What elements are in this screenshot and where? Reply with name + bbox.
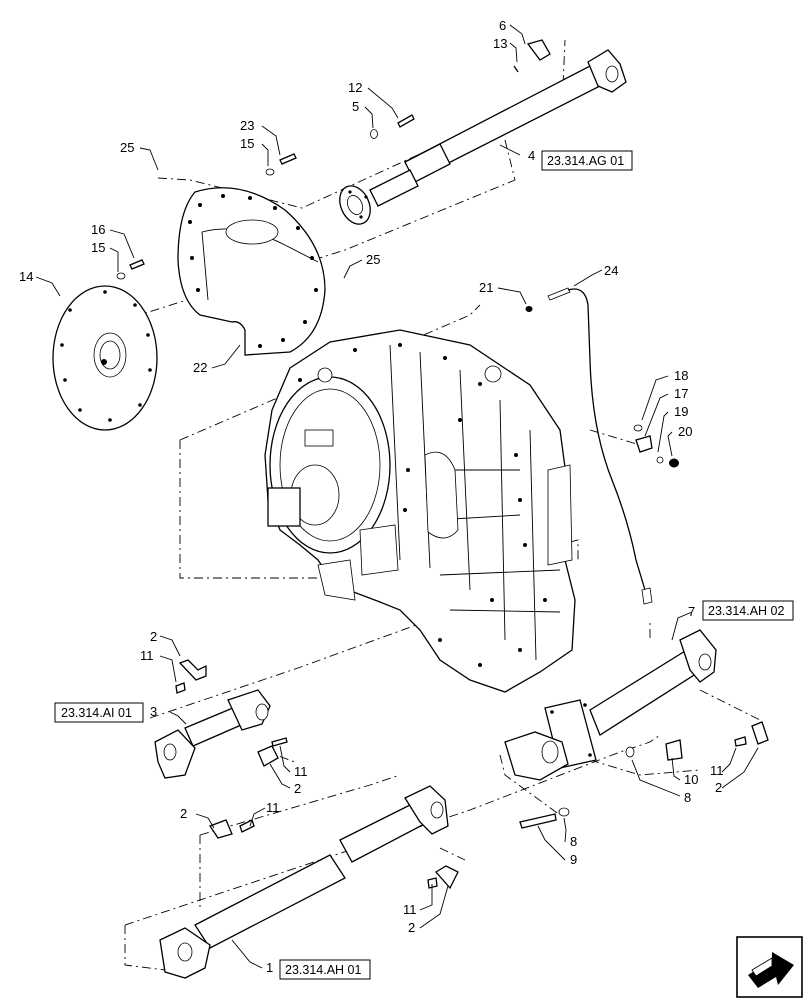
callout-9: 9 <box>570 852 577 867</box>
callout-1: 1 <box>266 960 273 975</box>
reference-link-ah02[interactable]: 23.314.AH 02 <box>702 600 794 621</box>
callout-23: 23 <box>240 118 254 133</box>
right-shaft <box>504 629 717 781</box>
callout-24: 24 <box>604 263 618 278</box>
callout-14: 14 <box>19 269 33 284</box>
callout-labels: 6 13 12 5 23 15 25 4 16 15 25 14 22 21 2… <box>19 18 724 975</box>
reference-link-ai01-label: 23.314.AI 01 <box>61 706 132 720</box>
hardware <box>116 39 769 890</box>
callout-7: 7 <box>688 604 695 619</box>
callout-11-right: 11 <box>710 763 724 778</box>
callout-15-upper: 15 <box>240 136 254 151</box>
callout-11-mid: 11 <box>294 764 308 779</box>
callout-2-left-lower: 2 <box>180 806 187 821</box>
callout-22: 22 <box>193 360 207 375</box>
callout-16: 16 <box>91 222 105 237</box>
reference-link-ah01-label: 23.314.AH 01 <box>285 963 361 977</box>
callout-2-mid: 2 <box>294 781 301 796</box>
callout-19: 19 <box>674 404 688 419</box>
callout-11-left-upper: 11 <box>140 648 154 663</box>
upper-drive-shaft <box>339 49 627 225</box>
callout-2-bottom: 2 <box>408 920 415 935</box>
callout-6: 6 <box>499 18 506 33</box>
short-shaft <box>154 689 271 779</box>
sensor-cable <box>547 287 653 605</box>
adapter-plate <box>177 187 326 356</box>
callout-8-right: 8 <box>684 790 691 805</box>
callout-11-bottom: 11 <box>403 902 417 917</box>
reference-link-ah01[interactable]: 23.314.AH 01 <box>279 959 371 980</box>
reference-links: 23.314.AG 01 23.314.AH 02 23.314.AI 01 2… <box>54 150 794 980</box>
callout-5: 5 <box>352 99 359 114</box>
callout-20: 20 <box>678 424 692 439</box>
flex-plate <box>52 285 158 431</box>
callout-8-bottom: 8 <box>570 834 577 849</box>
transmission-housing <box>264 329 576 693</box>
callout-15-lower: 15 <box>91 240 105 255</box>
callout-25-upper: 25 <box>120 140 134 155</box>
lower-long-shaft <box>159 785 449 979</box>
callout-4: 4 <box>528 148 535 163</box>
callout-17: 17 <box>674 386 688 401</box>
next-page-arrow-icon[interactable] <box>736 936 803 998</box>
leader-lines <box>35 24 759 969</box>
callout-12: 12 <box>348 80 362 95</box>
callout-25-lower: 25 <box>366 252 380 267</box>
reference-link-ag01[interactable]: 23.314.AG 01 <box>541 150 633 171</box>
callout-13: 13 <box>493 36 507 51</box>
callout-21: 21 <box>479 280 493 295</box>
callout-18: 18 <box>674 368 688 383</box>
callout-2-right: 2 <box>715 780 722 795</box>
reference-link-ai01[interactable]: 23.314.AI 01 <box>54 702 144 723</box>
callout-2-left-upper: 2 <box>150 629 157 644</box>
reference-link-ag01-label: 23.314.AG 01 <box>547 154 624 168</box>
callout-10: 10 <box>684 772 698 787</box>
callout-3: 3 <box>150 704 157 719</box>
callout-11-left-lower: 11 <box>266 800 280 815</box>
reference-link-ah02-label: 23.314.AH 02 <box>708 604 784 618</box>
